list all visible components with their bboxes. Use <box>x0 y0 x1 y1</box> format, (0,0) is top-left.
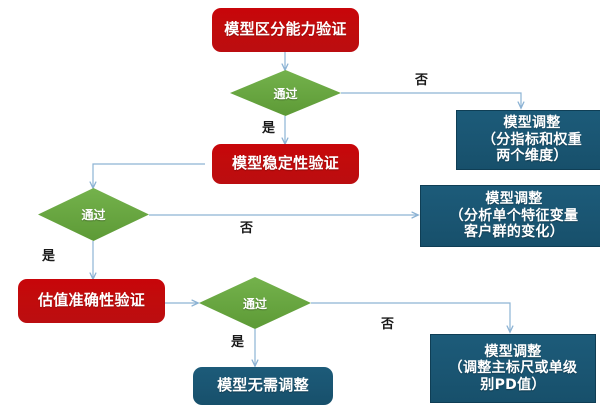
node-label: 模型调整 （调整主标尺或单级 别PD值） <box>448 343 578 393</box>
diamond-shape-icon <box>230 70 341 116</box>
outcome-node-no-adjustment-needed[interactable]: 模型无需调整 <box>193 367 333 405</box>
process-node-model-stability-validation[interactable]: 模型稳定性验证 <box>212 144 359 184</box>
decision-label: 通过 <box>242 296 267 311</box>
edge-decision3-no <box>311 302 510 332</box>
edge-label-no-1: 否 <box>415 73 429 88</box>
edge-label-no-3: 否 <box>381 317 395 332</box>
decision-label: 通过 <box>81 208 106 222</box>
outcome-node-model-adjust-indicator-weight[interactable]: 模型调整 （分指标和权重 两个维度） <box>456 110 600 170</box>
outcome-node-model-adjust-masterscale-pd[interactable]: 模型调整 （调整主标尺或单级 别PD值） <box>430 334 596 403</box>
edge-label-yes-3: 是 <box>231 335 245 350</box>
node-label: 模型无需调整 <box>217 376 309 395</box>
diamond-shape-icon <box>38 188 149 241</box>
diamond-shape-icon <box>199 277 311 329</box>
edge-decision1-no <box>341 92 521 108</box>
outcome-node-model-adjust-feature-variable[interactable]: 模型调整 （分析单个特征变量 客户群的变化） <box>420 185 600 247</box>
decision-label: 通过 <box>273 86 298 101</box>
edge-label-yes-2: 是 <box>42 249 56 264</box>
process-node-valuation-accuracy-validation[interactable]: 估值准确性验证 <box>18 279 165 323</box>
node-label: 模型稳定性验证 <box>231 154 340 173</box>
process-node-model-discrimination-validation[interactable]: 模型区分能力验证 <box>212 8 359 52</box>
node-label: 模型区分能力验证 <box>224 20 347 39</box>
node-label: 估值准确性验证 <box>37 291 146 310</box>
decision-node-2[interactable]: 通过 <box>38 188 149 241</box>
node-label: 模型调整 （分析单个特征变量 客户群的变化） <box>449 191 579 241</box>
node-label: 模型调整 （分指标和权重 两个维度） <box>481 115 583 165</box>
edge-box2-to-decision2 <box>93 163 205 188</box>
decision-node-3[interactable]: 通过 <box>199 277 311 329</box>
edge-label-no-2: 否 <box>240 221 254 236</box>
decision-node-1[interactable]: 通过 <box>230 70 341 116</box>
edge-label-yes-1: 是 <box>262 121 276 136</box>
